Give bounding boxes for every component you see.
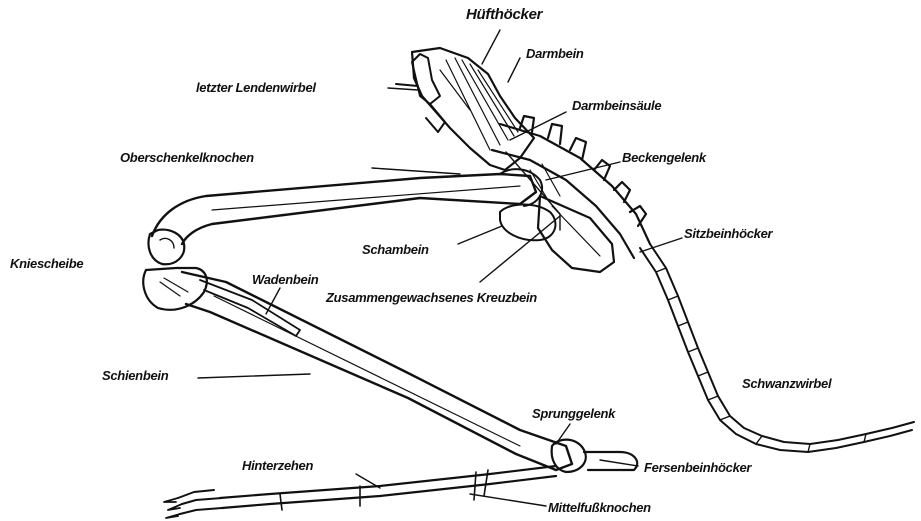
leader-huefthoecker (482, 30, 500, 64)
label-sitzbeinhoecker: Sitzbeinhöcker (684, 226, 772, 241)
pubis-bone (500, 205, 555, 241)
leader-wadenbein (266, 288, 280, 314)
label-letzter-lendenwirbel: letzter Lendenwirbel (196, 80, 316, 95)
label-schambein: Schambein (362, 242, 429, 257)
label-huefthoecker: Hüfthöcker (466, 6, 542, 23)
label-mittelfussknochen: Mittelfußknochen (548, 500, 651, 515)
tail-vertebrae (640, 244, 914, 452)
femur-bone (152, 169, 542, 244)
leader-fersenbeinhoecker (600, 460, 638, 466)
leader-sitzbeinhoecker (640, 238, 682, 252)
ischium-bone (538, 196, 614, 272)
hind-toes (164, 490, 222, 518)
label-darmbeinsaeule: Darmbeinsäule (572, 98, 661, 113)
label-schienbein: Schienbein (102, 368, 168, 383)
label-sprunggelenk: Sprunggelenk (532, 406, 615, 421)
fibula-bone (200, 280, 300, 336)
label-hinterzehen: Hinterzehen (242, 458, 313, 473)
leader-letzter-lendenwirbel (388, 88, 418, 90)
patella-knee (143, 230, 207, 310)
label-fersenbeinhoecker: Fersenbeinhöcker (644, 460, 751, 475)
label-wadenbein: Wadenbein (252, 272, 318, 287)
label-beckengelenk: Beckengelenk (622, 150, 706, 165)
label-kniescheibe: Kniescheibe (10, 256, 83, 271)
label-kreuzbein: Zusammengewachsenes Kreuzbein (326, 290, 537, 305)
leader-oberschenkelknochen (372, 168, 460, 174)
label-darmbein: Darmbein (526, 46, 584, 61)
leader-kreuzbein (480, 216, 560, 282)
leader-schambein (458, 226, 502, 244)
leader-sprunggelenk (556, 424, 570, 444)
leader-schienbein (198, 374, 310, 378)
label-schwanzwirbel: Schwanzwirbel (742, 376, 831, 391)
leader-darmbein (508, 58, 520, 82)
leader-mittelfussknochen (470, 494, 546, 506)
label-oberschenkelknochen: Oberschenkelknochen (120, 150, 254, 165)
